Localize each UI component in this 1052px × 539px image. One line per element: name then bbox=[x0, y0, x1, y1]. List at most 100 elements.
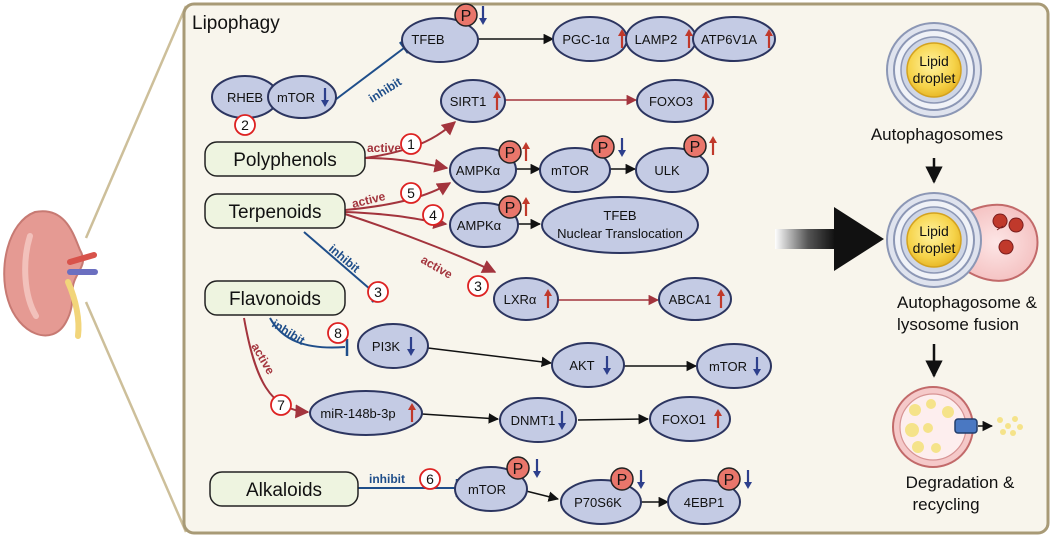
phospho-badge-ampka-1: P bbox=[498, 140, 522, 164]
class-flavonoids-label: Flavonoids bbox=[229, 289, 321, 310]
zoom-line-top bbox=[84, 5, 188, 239]
phospho-label: P bbox=[461, 8, 472, 25]
up-arrow-foxo1 bbox=[714, 409, 722, 428]
up-arrow-lamp2 bbox=[685, 29, 693, 48]
node-mtor-rheb: mTOR bbox=[267, 75, 337, 119]
ref-number-2: 2 bbox=[241, 117, 249, 133]
ref-number-8: 8 bbox=[334, 325, 342, 341]
kidney-illustration bbox=[3, 210, 98, 339]
ref-badge-3b: 3 bbox=[467, 275, 489, 297]
edge-flav-active-mir bbox=[243, 317, 310, 419]
node-atp6v1a: ATP6V1A bbox=[692, 16, 776, 62]
node-atp6v1a-label: ATP6V1A bbox=[701, 32, 757, 47]
up-arrow-sirt1 bbox=[493, 91, 501, 110]
node-abca1-label: ABCA1 bbox=[669, 292, 712, 307]
ref-badge-1: 1 bbox=[400, 133, 422, 155]
class-alkaloids-label: Alkaloids bbox=[246, 480, 322, 501]
edge-mir-dnmt1 bbox=[421, 413, 500, 424]
phospho-label: P bbox=[598, 140, 609, 157]
node-mtor-alk: mTOR bbox=[454, 466, 528, 512]
ref-number-3a: 3 bbox=[374, 284, 382, 300]
zoom-line-bottom bbox=[84, 301, 188, 533]
phospho-label: P bbox=[617, 472, 628, 489]
node-tfeb-nuclear-line2: Nuclear Translocation bbox=[557, 226, 683, 241]
down-arrow-pi3k bbox=[407, 337, 415, 356]
regulation-arrows bbox=[321, 6, 773, 489]
up-arrow-lxra bbox=[544, 289, 552, 308]
ref-badge-5: 5 bbox=[400, 182, 422, 204]
node-p70s6k-label: P70S6K bbox=[574, 495, 622, 510]
node-akt-label: AKT bbox=[569, 358, 594, 373]
class-terpenoids: Terpenoids bbox=[204, 193, 346, 229]
node-ampka-1: AMPKα bbox=[449, 147, 517, 193]
edge-mtor-p70s6k bbox=[525, 490, 560, 502]
node-foxo3: FOXO3 bbox=[636, 79, 714, 123]
node-tfeb-nuclear-line1: TFEB bbox=[603, 208, 636, 223]
node-sirt1-label: SIRT1 bbox=[450, 94, 487, 109]
up-arrow-pgc1a bbox=[618, 29, 626, 48]
down-arrow-akt bbox=[603, 356, 611, 375]
degradation-illustration bbox=[892, 386, 1023, 468]
ref-badge-2: 2 bbox=[234, 114, 256, 136]
phospho-badge-ampka-2: P bbox=[498, 195, 522, 219]
phospho-badge-p70s6k: P bbox=[610, 467, 634, 491]
down-arrow-mtor-mid bbox=[618, 138, 626, 157]
node-rheb-label: RHEB bbox=[227, 90, 263, 105]
phospho-label: P bbox=[505, 200, 516, 217]
edge-poly-sirt1 bbox=[364, 121, 457, 159]
edge-mtor-inhibit-tfeb bbox=[334, 47, 405, 101]
lipid-label-line2: droplet bbox=[913, 70, 956, 86]
node-pi3k-label: PI3K bbox=[372, 339, 401, 354]
node-mtor-akt: mTOR bbox=[696, 343, 772, 389]
down-arrow-4ebp1 bbox=[744, 470, 752, 489]
down-arrow-mtor-alk bbox=[533, 459, 541, 478]
node-ulk-label: ULK bbox=[654, 163, 680, 178]
edge-terp-inhibit bbox=[303, 231, 379, 297]
edge-dnmt1-foxo1 bbox=[577, 413, 650, 425]
edge-flav-inhibit-pi3k bbox=[269, 317, 346, 349]
node-mtor-rheb-label: mTOR bbox=[277, 90, 315, 105]
class-alkaloids: Alkaloids bbox=[209, 471, 359, 507]
panel-title: Lipophagy bbox=[192, 13, 280, 34]
node-foxo1-label: FOXO1 bbox=[662, 412, 706, 427]
down-arrow-mtor-rheb bbox=[321, 88, 329, 107]
phospho-label: P bbox=[513, 461, 524, 478]
node-ampka-1-label: AMPKα bbox=[456, 163, 501, 178]
node-pi3k: PI3K bbox=[357, 323, 429, 369]
edge-poly-ampka bbox=[364, 157, 449, 173]
fusion-illustration: Lipid droplet bbox=[886, 192, 1039, 288]
node-akt: AKT bbox=[551, 342, 625, 388]
up-arrow-ulk bbox=[709, 136, 717, 155]
node-foxo1: FOXO1 bbox=[649, 396, 731, 442]
ref-badge-3a: 3 bbox=[367, 281, 389, 303]
node-ulk: ULK bbox=[635, 147, 709, 193]
down-arrow-tfeb-top bbox=[479, 6, 487, 25]
node-mtor-mid: mTOR bbox=[539, 147, 611, 193]
class-polyphenols: Polyphenols bbox=[204, 141, 366, 177]
autophagosome-illustration: Lipid droplet bbox=[886, 22, 982, 118]
stage-fusion-line2: lysosome fusion bbox=[897, 315, 1019, 334]
node-tfeb-top: TFEB bbox=[401, 17, 479, 63]
node-lxra-label: LXRα bbox=[504, 292, 537, 307]
phospho-badge-ulk: P bbox=[683, 134, 707, 158]
node-lamp2: LAMP2 bbox=[625, 16, 697, 62]
node-tfeb-top-label: TFEB bbox=[411, 32, 444, 47]
stage-degradation-line2: recycling bbox=[912, 495, 979, 514]
node-dnmt1-label: DNMT1 bbox=[511, 413, 556, 428]
ref-badge-6: 6 bbox=[419, 468, 441, 490]
up-arrow-atp6v1a bbox=[765, 29, 773, 48]
node-sirt1: SIRT1 bbox=[440, 79, 506, 123]
node-lamp2-label: LAMP2 bbox=[635, 32, 678, 47]
node-pgc1a-label: PGC-1α bbox=[562, 32, 610, 47]
up-arrow-mir148b bbox=[408, 403, 416, 422]
up-arrow-foxo3 bbox=[702, 91, 710, 110]
stage-autophagosomes: Autophagosomes bbox=[871, 125, 1003, 144]
stage-degradation-line1: Degradation & bbox=[906, 473, 1015, 492]
node-dnmt1: DNMT1 bbox=[499, 397, 577, 443]
edge-terp-lxra bbox=[344, 213, 497, 273]
up-arrow-ampka-1 bbox=[522, 142, 530, 161]
phospho-label: P bbox=[505, 145, 516, 162]
up-arrow-ampka-2 bbox=[522, 197, 530, 216]
node-mtor-mid-label: mTOR bbox=[551, 163, 589, 178]
